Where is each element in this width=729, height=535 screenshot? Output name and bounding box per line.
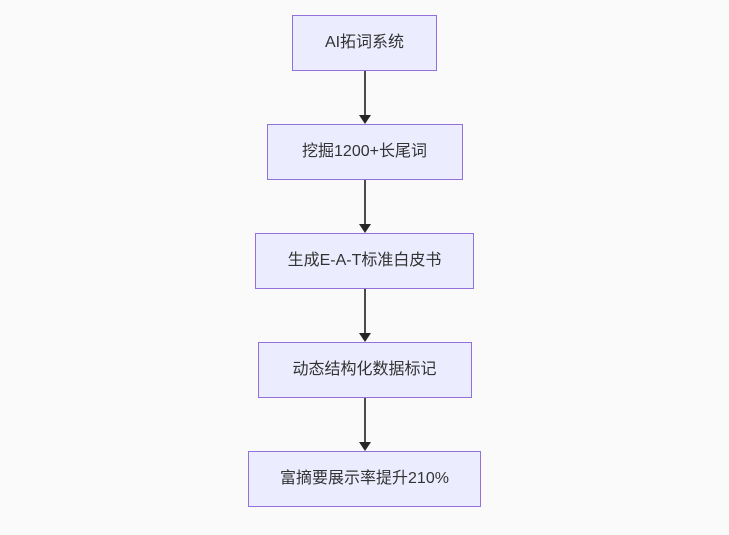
node-label: 挖掘1200+长尾词 [302, 143, 427, 160]
arrowhead-down-icon [358, 333, 371, 342]
node-label: 富摘要展示率提升210% [280, 470, 449, 487]
arrowhead-down-icon [358, 224, 371, 233]
flowchart-node-step-1: AI拓词系统 [292, 15, 437, 71]
flowchart-node-step-4: 动态结构化数据标记 [257, 342, 472, 398]
arrow-line [363, 398, 366, 443]
flow-edge-1-2 [358, 71, 372, 124]
arrow-line [363, 71, 366, 116]
arrowhead-down-icon [358, 442, 371, 451]
arrow-line [363, 180, 366, 225]
node-label: 动态结构化数据标记 [292, 361, 437, 378]
node-label: AI拓词系统 [324, 34, 405, 51]
flowchart-node-step-3: 生成E-A-T标准白皮书 [255, 233, 474, 289]
flowchart-node-step-2: 挖掘1200+长尾词 [266, 124, 463, 180]
flow-edge-4-5 [358, 398, 372, 451]
node-label: 生成E-A-T标准白皮书 [287, 252, 442, 269]
flowchart-node-step-5: 富摘要展示率提升210% [248, 451, 481, 507]
arrow-line [363, 289, 366, 334]
flow-edge-3-4 [358, 289, 372, 342]
arrowhead-down-icon [358, 115, 371, 124]
flow-edge-2-3 [358, 180, 372, 233]
